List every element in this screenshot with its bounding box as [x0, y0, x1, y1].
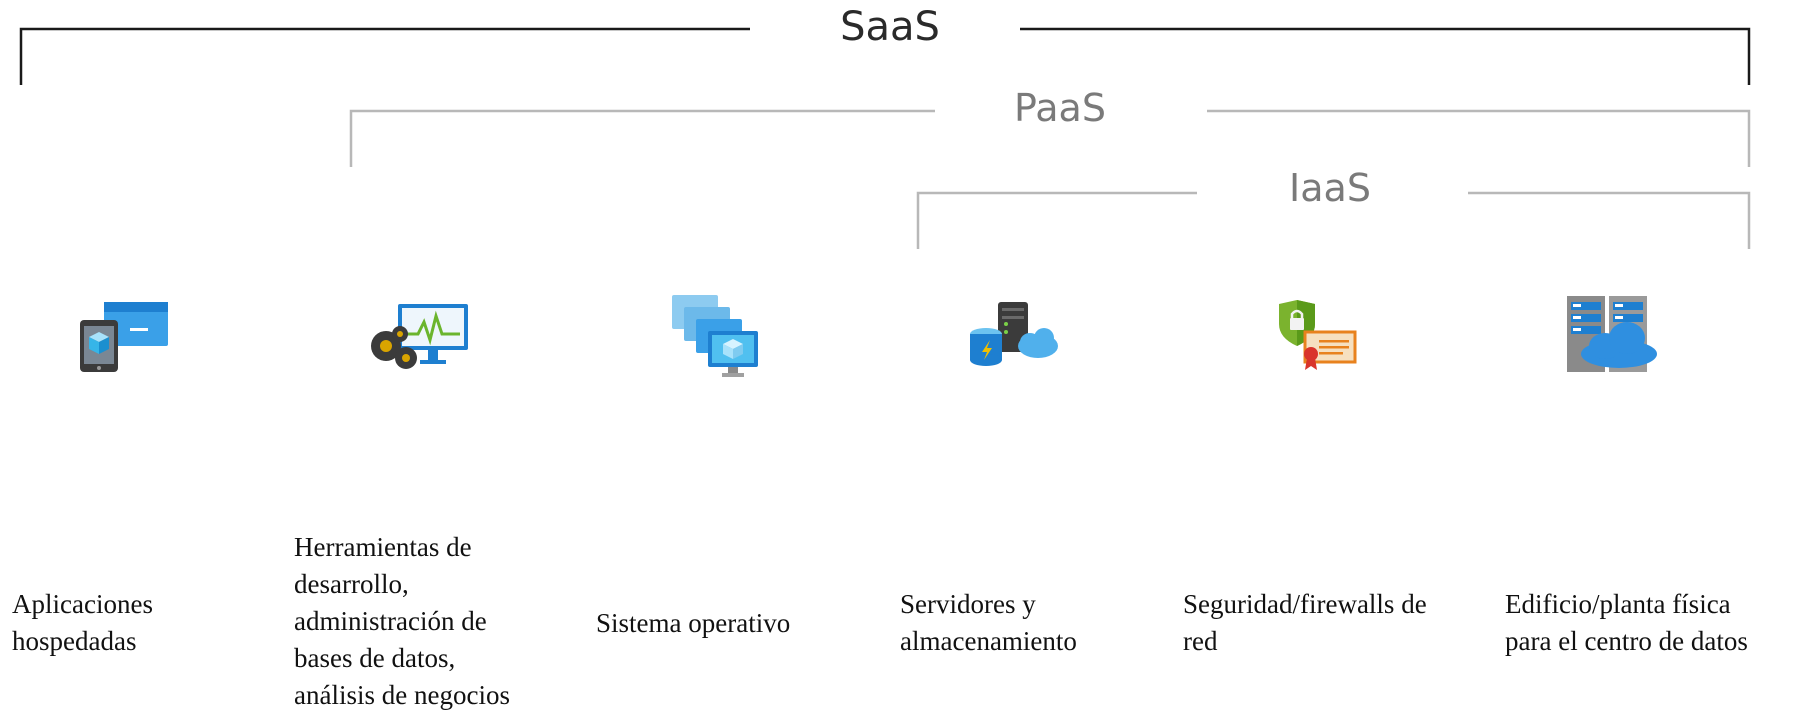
datacenter-building-icon	[1565, 294, 1661, 374]
operating-system-icon	[670, 293, 762, 379]
item-label-hosted-apps: Aplicaciones hospedadas	[12, 589, 153, 656]
iaas-label: IaaS	[1289, 166, 1371, 210]
item-label-servers-storage: Servidores y almacenamiento	[900, 589, 1077, 656]
saas-label: SaaS	[840, 4, 940, 50]
security-firewall-icon	[1275, 298, 1359, 374]
item-label-network-security: Seguridad/firewalls de red	[1183, 589, 1427, 656]
saas-bracket	[19, 27, 1751, 85]
iaas-bracket	[916, 191, 1751, 249]
paas-label: PaaS	[1014, 86, 1106, 130]
servers-storage-icon	[968, 300, 1060, 366]
paas-bracket	[349, 109, 1751, 167]
hosted-app-icon	[78, 298, 170, 374]
item-label-datacenter-building: Edificio/planta física para el centro de…	[1505, 589, 1748, 656]
item-label-dev-tools: Herramientas de desarrollo, administraci…	[294, 532, 510, 710]
item-label-operating-system: Sistema operativo	[596, 608, 791, 638]
dev-tools-icon	[368, 300, 472, 372]
